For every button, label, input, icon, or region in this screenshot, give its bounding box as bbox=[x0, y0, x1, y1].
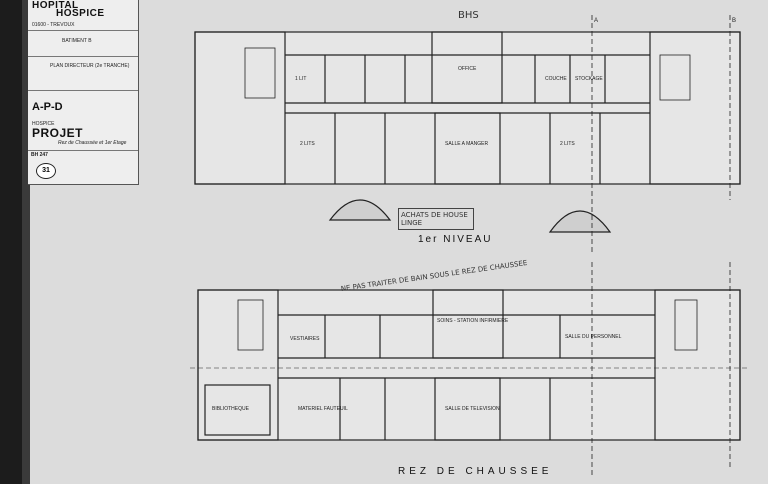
title-block-divider bbox=[28, 90, 138, 91]
room-label-bedroom: 2 LITS bbox=[560, 141, 575, 147]
room-label-couche: COUCHE bbox=[545, 76, 567, 82]
section-mark-a: A bbox=[594, 18, 598, 24]
title-line-1: HOPITAL bbox=[32, 0, 79, 11]
room-label-office: OFFICE bbox=[458, 66, 477, 72]
upper-handwritten-note: ACHATS DE HOUSE LINGE bbox=[398, 208, 474, 230]
corner-handwritten-mark: BHS bbox=[458, 10, 479, 21]
reference-text: BH 247 bbox=[31, 152, 48, 158]
dining-room bbox=[434, 112, 501, 185]
entrance-steps bbox=[328, 199, 392, 221]
library-room bbox=[204, 384, 271, 436]
room-label-staff: SALLE DU PERSONNEL bbox=[565, 334, 622, 340]
upper-plan-title: 1er NIVEAU bbox=[418, 234, 493, 245]
staircase bbox=[244, 47, 276, 99]
lower-plan-title: REZ DE CHAUSSEE bbox=[398, 466, 553, 477]
room-label-dining: SALLE A MANGER bbox=[445, 141, 488, 147]
room-label-equipment: MATERIEL FAUTEUIL bbox=[298, 406, 348, 412]
title-block-divider bbox=[28, 56, 138, 57]
title-line-2: HOSPICE bbox=[56, 8, 105, 19]
room-label-nurse-station: SOINS - STATION INFIRMIERE bbox=[437, 318, 509, 324]
upper-left-wing bbox=[194, 31, 286, 185]
sheet-number-badge: 31 bbox=[36, 163, 56, 179]
sheet-binding-strip bbox=[22, 0, 30, 484]
projet-label: PROJET bbox=[32, 126, 84, 140]
title-block: HOPITAL HOSPICE 01600 - TREVOUX BATIMENT… bbox=[28, 0, 139, 185]
tv-room bbox=[434, 377, 501, 441]
lower-outline bbox=[197, 289, 741, 441]
upper-floor-plan bbox=[194, 15, 741, 255]
section-mark-b: B bbox=[732, 18, 736, 24]
subtitle-text: Rez de Chaussée et 1er Etage bbox=[58, 140, 127, 146]
entrance-steps bbox=[548, 210, 612, 233]
category-label: HOSPICE bbox=[32, 121, 55, 127]
plan-type-text: PLAN DIRECTEUR (2e TRANCHE) bbox=[50, 63, 130, 69]
room-label-library: BIBLIOTHEQUE bbox=[212, 406, 250, 412]
title-block-divider bbox=[28, 150, 138, 151]
staircase bbox=[237, 299, 264, 351]
lower-right-wing bbox=[654, 289, 741, 441]
room-label-bedroom: 1 LIT bbox=[295, 76, 306, 82]
staircase bbox=[659, 54, 691, 101]
office-room bbox=[431, 31, 503, 104]
title-block-divider bbox=[28, 30, 138, 31]
lower-left-wing bbox=[197, 289, 279, 441]
room-label-bedroom: 2 LITS bbox=[300, 141, 315, 147]
staircase bbox=[674, 299, 698, 351]
room-label-cloakroom: VESTIAIRES bbox=[290, 336, 320, 342]
nurse-station-room bbox=[432, 289, 504, 359]
room-label-stockage: STOCKAGE bbox=[575, 76, 603, 82]
ground-floor-plan bbox=[190, 262, 750, 478]
phase-label: A-P-D bbox=[32, 101, 63, 113]
room-label-tv: SALLE DE TELEVISION bbox=[445, 406, 500, 412]
sheet-edge bbox=[0, 0, 22, 484]
building-text: BATIMENT B bbox=[62, 38, 92, 44]
room-labels: OFFICE SALLE A MANGER COUCHE STOCKAGE 2 … bbox=[212, 18, 736, 412]
location-text: 01600 - TREVOUX bbox=[32, 22, 75, 28]
upper-right-wing bbox=[649, 31, 741, 185]
